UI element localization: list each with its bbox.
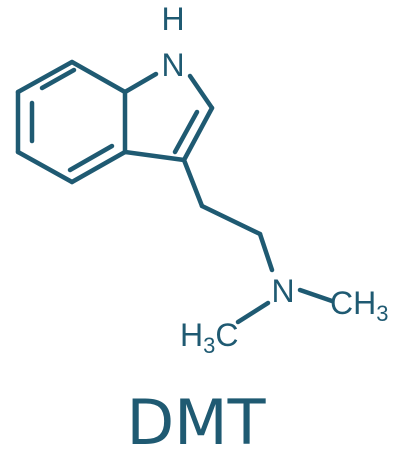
ch3-right-element: CH — [330, 285, 376, 321]
bond-c7a-n1 — [122, 71, 159, 95]
atom-n-amine: N — [271, 273, 294, 309]
bond-benzene-inner-right — [67, 143, 115, 173]
bond-lines — [15, 59, 335, 325]
h3c-left-subscript: 3 — [203, 333, 215, 358]
bond-benzene-top-right — [69, 59, 128, 95]
h3c-left-element: C — [215, 317, 238, 353]
bond-n-methyl-right — [297, 287, 335, 304]
atom-labels: H N N CH3 H3C — [161, 1, 388, 358]
bond-benzene-bottom-left — [15, 149, 75, 185]
atom-ch3-right: CH3 — [330, 285, 388, 326]
bond-benzene-inner-top — [39, 67, 77, 91]
bond-c2-c3 — [181, 105, 215, 163]
bond-c2-c3-inner — [172, 109, 200, 155]
bond-chain-to-n — [257, 231, 275, 273]
bond-benzene-bottom-right — [69, 149, 128, 185]
bond-benzene-top — [15, 59, 75, 95]
ch3-right-subscript: 3 — [376, 301, 388, 326]
bond-c3-c3a — [122, 149, 187, 163]
bond-c3-chain — [181, 157, 205, 209]
atom-n-indole: N — [161, 47, 184, 83]
bond-n1-c2 — [187, 73, 215, 111]
atom-h-indole: H — [161, 1, 184, 37]
bond-n-methyl-left — [235, 300, 271, 325]
h3c-left-prefix: H — [180, 317, 203, 353]
atom-h3c-left: H3C — [180, 317, 238, 358]
compound-name: DMT — [126, 386, 266, 455]
bond-chain-middle — [199, 203, 263, 237]
